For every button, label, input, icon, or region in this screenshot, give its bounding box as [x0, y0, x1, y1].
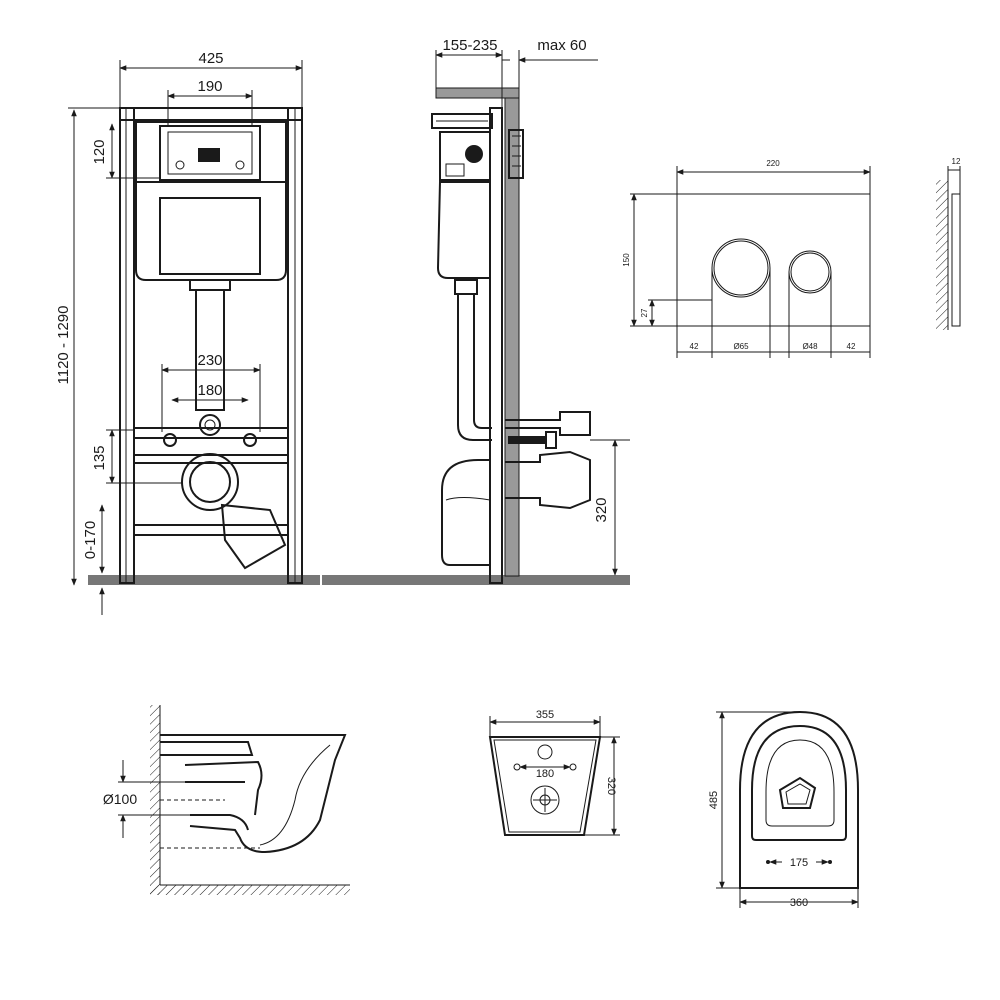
dim-bolt-outer: 230: [197, 352, 222, 369]
flush-outlet: [199, 414, 221, 436]
dim-foot-range: 0-170: [82, 521, 99, 559]
frame-top-rail: [119, 107, 303, 121]
dim-opening-width: 190: [197, 78, 222, 95]
cistern-control-side: [439, 131, 491, 181]
flush-plate-side: [951, 193, 961, 327]
floor: [88, 575, 320, 585]
bowl-inner: [765, 739, 835, 827]
dim-button-small: Ø48: [802, 342, 818, 351]
flush-connector: [505, 411, 591, 436]
dim-back-depth: 320: [605, 777, 617, 795]
frame-post-side: [489, 107, 503, 584]
frame-lower-rail: [133, 524, 289, 536]
drain-elbow: [220, 503, 287, 570]
dim-frame-height: 1120 - 1290: [55, 306, 72, 385]
dim-button-large: Ø65: [733, 342, 749, 351]
dim-plate-height: 150: [622, 253, 631, 267]
frame-side-view: 155-235 max 60 320: [322, 37, 630, 585]
dim-plate-thickness: 12: [952, 157, 961, 166]
frame-post-left: [119, 107, 135, 584]
flush-opening: [159, 125, 261, 181]
flush-valve: [198, 148, 220, 162]
bowl-back-view: 180 355 320: [488, 709, 620, 836]
dim-margin-left: 42: [690, 342, 699, 351]
bowl-rim: [751, 724, 847, 841]
drain-connector: [505, 450, 591, 510]
dim-hole-spacing: 175: [790, 857, 808, 869]
dim-wall-max: max 60: [537, 37, 586, 54]
dim-bolt-height: 135: [91, 445, 108, 470]
bowl-profile: [160, 734, 347, 854]
bowl-side-view: Ø100: [103, 705, 350, 895]
wall: [504, 97, 520, 577]
button-large[interactable]: [711, 238, 771, 298]
inlet-hole: [537, 744, 553, 760]
dim-frame-width: 425: [198, 50, 223, 67]
dim-margin-right: 42: [847, 342, 856, 351]
dim-back-width: 355: [536, 709, 554, 721]
flush-plate: [676, 193, 871, 327]
cistern-tank: [159, 197, 261, 275]
flush-pipe: [195, 289, 225, 411]
bowl-top-outline: [739, 710, 859, 889]
bolt-right: [243, 433, 257, 447]
drain-trap-side: [441, 459, 491, 566]
bolt-left: [163, 433, 177, 447]
dim-bowl-width: 360: [790, 897, 808, 909]
dim-depth-range: 155-235: [442, 37, 497, 54]
cistern-tank-side: [436, 181, 491, 279]
floor-hatch-bowl: [150, 885, 350, 895]
dim-plate-width: 220: [766, 159, 780, 168]
dim-button-offset: 27: [640, 308, 649, 317]
dim-outlet-height: 320: [593, 497, 610, 522]
wall-hatch-plate: [936, 180, 948, 330]
bowl-top-view: 175 485 360: [708, 710, 859, 909]
bowl-drain-top: [778, 776, 817, 809]
dim-top-offset: 120: [91, 139, 108, 164]
outlet-hole: [530, 785, 560, 815]
dim-bowl-length: 485: [708, 791, 720, 809]
button-small[interactable]: [788, 250, 832, 294]
floor-side: [322, 575, 630, 585]
bolt-rail: [133, 427, 289, 439]
dim-bolt-inner: 180: [197, 382, 222, 399]
dim-pipe-diameter: Ø100: [103, 791, 137, 807]
frame-front-view: 425 190 1120 - 1290 120 230 180 135 0-17…: [55, 50, 320, 615]
dim-back-bolts: 180: [536, 768, 554, 780]
flush-plate-view: 220 150 27 42 Ø65 Ø48 42 12: [622, 157, 961, 358]
drain-outlet: [181, 453, 239, 511]
cistern-body: [135, 181, 287, 281]
wall-hatch-bowl: [150, 705, 160, 895]
